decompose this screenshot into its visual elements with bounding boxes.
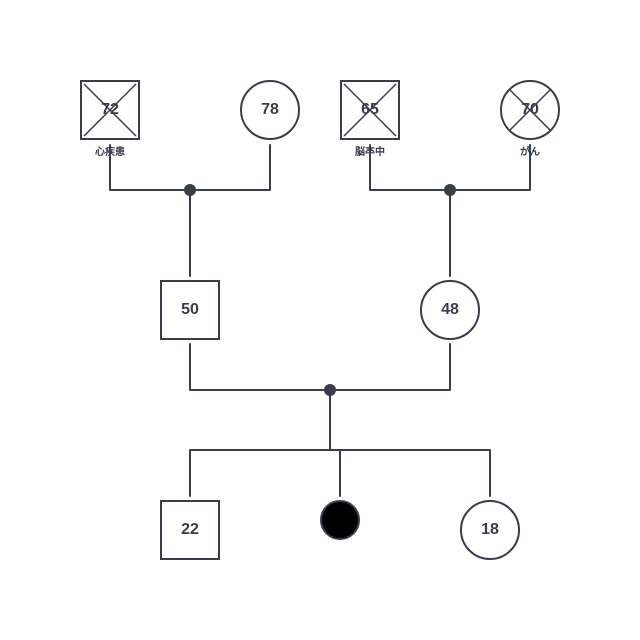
male-square — [160, 280, 220, 340]
female-circle — [420, 280, 480, 340]
child-1: 22 — [160, 500, 220, 560]
paternal-union-node — [184, 184, 196, 196]
deceased-mark — [509, 89, 551, 131]
maternal-grandmother: 70 がん — [500, 80, 560, 158]
age-label: 78 — [261, 101, 279, 118]
parents-union-line — [189, 343, 451, 391]
age-label: 18 — [481, 521, 499, 538]
maternal-grandfather: 65 脳卒中 — [340, 80, 400, 158]
male-square — [160, 500, 220, 560]
child-3: 18 — [460, 500, 520, 560]
cause-of-death-label: がん — [520, 145, 540, 158]
cause-of-death-label: 心疾患 — [95, 145, 125, 158]
age-label: 22 — [181, 521, 199, 538]
father: 50 — [160, 280, 220, 340]
female-circle — [240, 80, 300, 140]
mother: 48 — [420, 280, 480, 340]
parents-union-node — [324, 384, 336, 396]
paternal-grandmother: 78 — [240, 80, 300, 140]
cause-of-death-label: 脳卒中 — [355, 145, 385, 158]
affected-female-circle — [320, 500, 360, 540]
paternal-grandfather: 72 心疾患 — [80, 80, 140, 158]
maternal-union-node — [444, 184, 456, 196]
age-label: 48 — [441, 301, 459, 318]
deceased-mark — [83, 83, 137, 137]
age-label: 50 — [181, 301, 199, 318]
female-circle — [460, 500, 520, 560]
maternal-union-line — [369, 144, 531, 191]
child-2-affected — [320, 500, 360, 540]
deceased-mark — [343, 83, 397, 137]
paternal-union-line — [109, 144, 271, 191]
